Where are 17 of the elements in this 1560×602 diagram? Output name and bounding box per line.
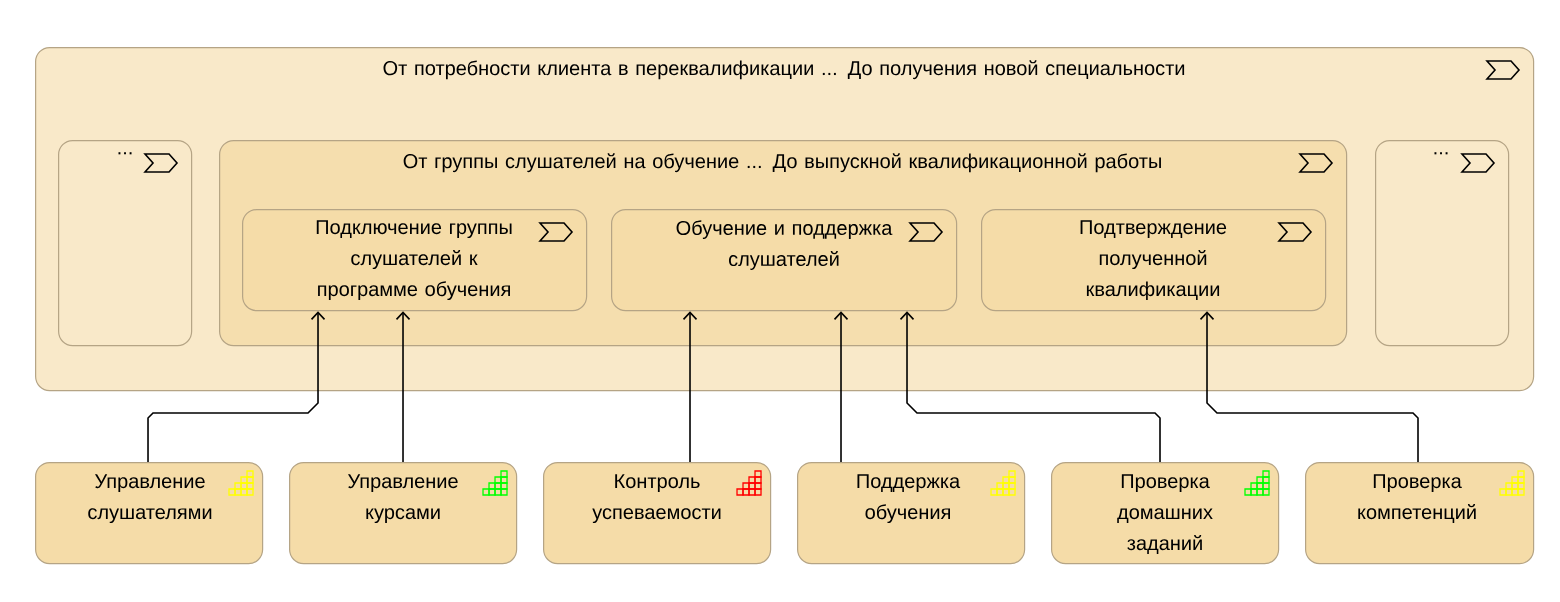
arrow <box>899 311 1161 463</box>
arrow <box>682 311 698 463</box>
application-box: Управление курсами <box>289 462 518 565</box>
application-box: Поддержка обучения <box>797 462 1026 565</box>
application-box: Контроль успеваемости <box>543 462 772 565</box>
application-box: Управление слушателями <box>35 462 264 565</box>
application-box: Проверка домашних заданий <box>1051 462 1280 565</box>
application-box: Проверка компетенций <box>1305 462 1535 565</box>
value-stream-box: Подтверждение полученной квалификации <box>981 209 1327 312</box>
value-stream-box: Подключение группы слушателей к программе обучения <box>242 209 588 312</box>
arrow <box>147 311 326 463</box>
value-stream-box: Обучение и поддержка слушателей <box>611 209 958 312</box>
arrow <box>1199 311 1419 463</box>
arrow <box>833 311 849 463</box>
value-stream-box: ... <box>58 140 193 347</box>
arrow <box>395 311 411 463</box>
value-stream-box: ... <box>1375 140 1510 347</box>
